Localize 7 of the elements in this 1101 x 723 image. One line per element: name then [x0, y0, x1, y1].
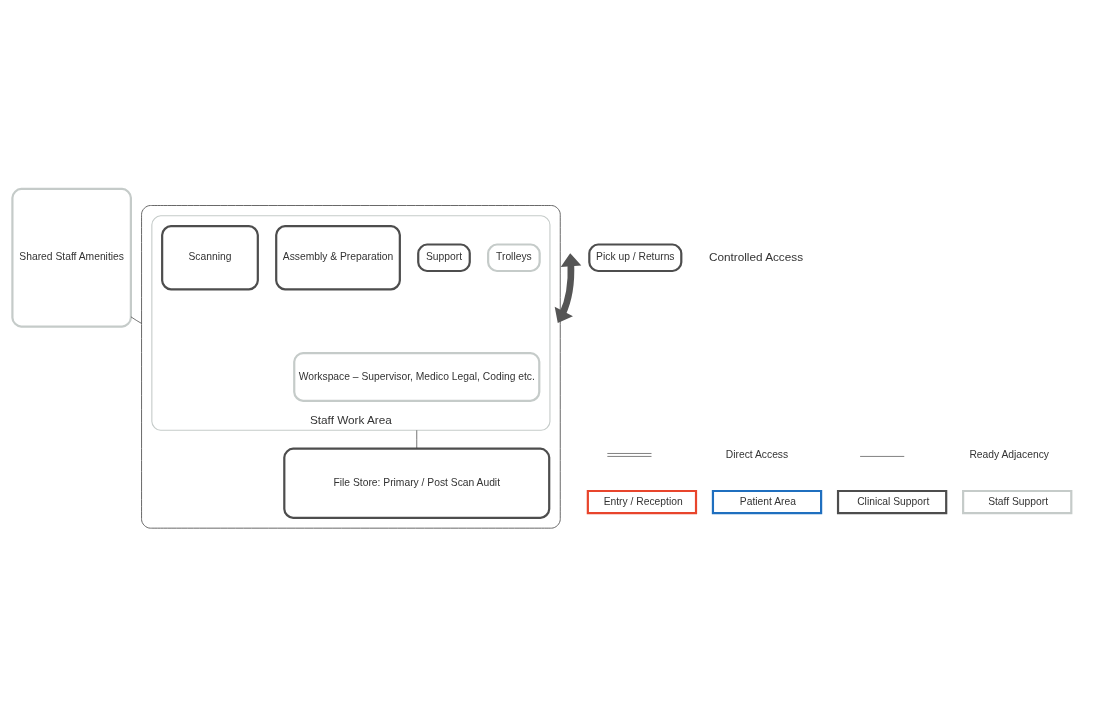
label: Controlled Access — [708, 249, 804, 263]
legend-label: Ready Adjacency — [969, 448, 1049, 460]
legend-label: Staff Support — [988, 495, 1049, 507]
legend-label: Clinical Support — [857, 495, 930, 507]
legend-label: Patient Area — [739, 495, 796, 507]
legend-label: Direct Access — [725, 448, 789, 460]
legend-label: Entry / Reception — [603, 495, 683, 507]
